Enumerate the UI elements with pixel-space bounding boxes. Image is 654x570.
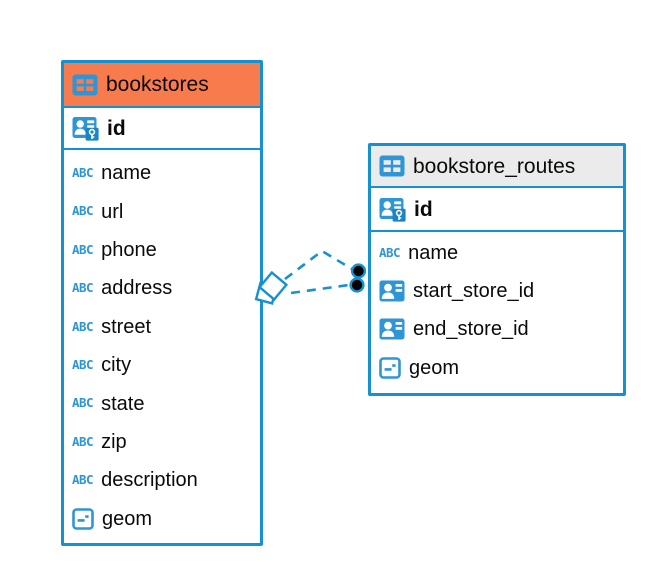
column-name: city — [101, 354, 132, 377]
primary-key-icon — [72, 116, 99, 141]
reference-type-icon — [379, 318, 405, 340]
relation-dot-markers[interactable] — [349, 263, 367, 293]
text-type-icon: ABC — [379, 244, 401, 260]
column-row-geom[interactable]: geom — [371, 349, 623, 387]
table-icon — [72, 74, 98, 96]
text-type-icon: ABC — [72, 433, 94, 449]
column-row-zip[interactable]: ABC zip — [64, 423, 260, 461]
table-name: bookstores — [106, 73, 209, 96]
column-name: description — [101, 469, 198, 492]
table-icon — [379, 155, 405, 177]
bookstore-routes-table[interactable]: bookstore_routes id ABC name — [368, 143, 626, 396]
bookstore-routes-table-header[interactable]: bookstore_routes — [371, 146, 623, 188]
column-name: geom — [409, 356, 460, 379]
column-name: zip — [101, 430, 127, 453]
column-row-city[interactable]: ABC city — [64, 346, 260, 384]
column-row-geom[interactable]: geom — [64, 500, 260, 538]
column-row-street[interactable]: ABC street — [64, 308, 260, 346]
column-name: end_store_id — [413, 318, 529, 341]
text-type-icon: ABC — [72, 318, 94, 334]
bookstores-table[interactable]: bookstores id ABC name — [61, 60, 263, 546]
column-row-description[interactable]: ABC description — [64, 461, 260, 499]
bookstores-table-header[interactable]: bookstores — [64, 63, 260, 108]
column-row-end-store-id[interactable]: end_store_id — [371, 310, 623, 348]
text-type-icon: ABC — [72, 280, 94, 296]
column-name: state — [101, 392, 145, 415]
column-row-address[interactable]: ABC address — [64, 269, 260, 307]
bookstore-routes-columns: ABC name start_store_id — [371, 232, 623, 387]
bookstores-columns: ABC name ABC url ABC phone ABC address A… — [64, 150, 260, 538]
column-name: start_store_id — [413, 280, 535, 303]
text-type-icon: ABC — [72, 203, 94, 219]
column-name: name — [101, 162, 152, 185]
column-row-state[interactable]: ABC state — [64, 384, 260, 422]
column-name: phone — [101, 238, 157, 261]
geometry-type-icon — [72, 507, 94, 530]
column-name: url — [101, 200, 124, 223]
primary-key-name: id — [414, 197, 433, 221]
text-type-icon: ABC — [72, 241, 94, 257]
primary-key-icon — [379, 197, 406, 222]
column-name: geom — [102, 507, 153, 530]
column-name: street — [101, 315, 152, 338]
column-row-phone[interactable]: ABC phone — [64, 231, 260, 269]
relation-line-end-store[interactable] — [290, 283, 350, 295]
column-row-start-store-id[interactable]: start_store_id — [371, 272, 623, 310]
primary-key-row[interactable]: id — [371, 188, 623, 232]
primary-key-name: id — [107, 116, 126, 140]
text-type-icon: ABC — [72, 356, 94, 372]
column-row-name[interactable]: ABC name — [64, 154, 260, 192]
geometry-type-icon — [379, 356, 401, 379]
column-name: address — [101, 277, 173, 300]
column-row-name[interactable]: ABC name — [371, 234, 623, 272]
reference-type-icon — [379, 280, 405, 302]
column-name: name — [408, 242, 459, 265]
column-row-url[interactable]: ABC url — [64, 192, 260, 230]
text-type-icon: ABC — [72, 472, 94, 488]
text-type-icon: ABC — [72, 164, 94, 180]
primary-key-row[interactable]: id — [64, 108, 260, 150]
table-name: bookstore_routes — [413, 154, 576, 178]
text-type-icon: ABC — [72, 395, 94, 411]
relation-line-start-store[interactable] — [284, 249, 353, 281]
